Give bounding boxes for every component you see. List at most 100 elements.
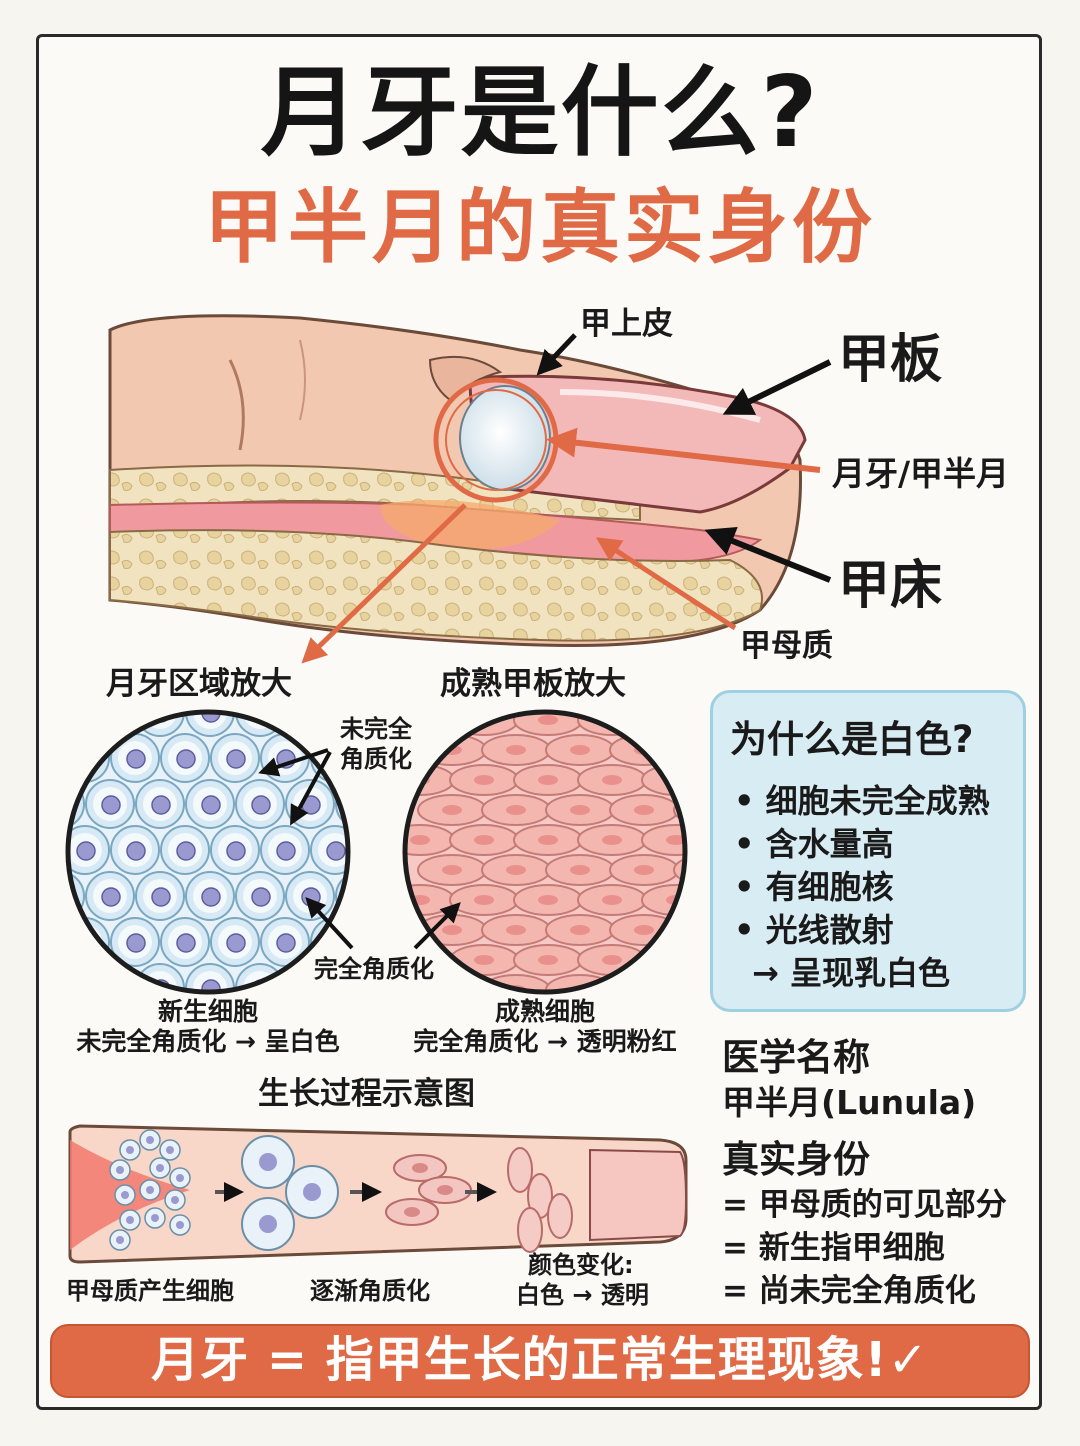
lunula-cell: [110, 917, 160, 967]
finger-wrinkle: [299, 339, 306, 421]
mature-cell: [641, 764, 685, 796]
matrix-cell: [169, 1214, 191, 1236]
growth-process-strip: [68, 1124, 688, 1264]
why-white-box: [710, 690, 1026, 1012]
arrow-incomplete-2: [290, 751, 332, 826]
mature-cell: [673, 794, 685, 826]
identity-line-2: = 新生指甲细胞: [722, 1230, 945, 1266]
flattened-cell: [517, 1207, 543, 1253]
mature-cell: [545, 914, 615, 946]
medical-name-heading: 医学名称: [722, 1036, 870, 1079]
matrix-cell: [144, 1207, 166, 1229]
lunula-cell: [110, 733, 160, 783]
mature-cell: [609, 794, 679, 826]
why-white-title: 为什么是白色?: [730, 718, 974, 761]
lunula-cell: [110, 825, 160, 875]
lunula-cell: [160, 917, 210, 967]
growth-stage-1: 甲母质产生细胞: [66, 1277, 234, 1305]
matrix-cell: [139, 1179, 161, 1201]
mature-cell: [641, 824, 685, 856]
matrix-glow: [380, 500, 560, 550]
lunula-cell: [235, 871, 285, 921]
lunula-cell: [235, 779, 285, 829]
arrow-complete-left: [305, 897, 354, 950]
lunula-cell: [185, 871, 235, 921]
matrix-cell: [169, 1167, 191, 1189]
mature-cell: [545, 734, 615, 766]
lunula-cell: [68, 712, 85, 737]
mature-plate-zoom-circle: [402, 709, 688, 995]
lunula-cell: [210, 917, 260, 967]
mature-cell: [513, 824, 583, 856]
identity-line-3: = 尚未完全角质化: [722, 1273, 976, 1309]
lunula-cell: [310, 825, 348, 875]
matrix-cell: [149, 1157, 171, 1179]
mature-cell: [417, 794, 487, 826]
lower-fat-layer: [109, 529, 763, 642]
caption-new-cells: 新生细胞: [157, 997, 258, 1026]
matrix-cell: [159, 1139, 181, 1161]
mature-cell: [545, 794, 615, 826]
conclusion-banner-text: 月牙 = 指甲生长的正常生理现象!✓: [151, 1332, 929, 1388]
lunula-shape: [459, 385, 551, 491]
lunula-cell: [285, 871, 335, 921]
lunula-cell: [285, 712, 335, 737]
lunula-cell: [85, 871, 135, 921]
new-cell: [241, 1135, 295, 1189]
arrow-incomplete-1: [258, 748, 329, 777]
mature-cell: [673, 854, 685, 886]
mature-cell: [449, 884, 519, 916]
arrow-complete-right: [413, 902, 461, 950]
mature-cell: [481, 914, 551, 946]
lunula-cell: [260, 917, 310, 967]
why-item-3: • 有细胞核: [734, 868, 894, 906]
arrow-zoom: [301, 503, 467, 664]
upper-fat-layer: [109, 464, 641, 522]
note-complete: 完全角质化: [314, 955, 434, 983]
label-cuticle: 甲上皮: [580, 306, 673, 342]
flattened-cell: [507, 1147, 533, 1193]
new-cell: [285, 1165, 339, 1219]
mature-cell: [609, 854, 679, 886]
lunula-cell: [335, 779, 348, 829]
mature-cell: [449, 824, 519, 856]
why-item-5: → 呈现乳白色: [752, 954, 950, 992]
lunula-cell: [160, 825, 210, 875]
lunula-cell: [135, 779, 185, 829]
lunula-cell: [335, 871, 348, 921]
mature-cell: [449, 944, 519, 976]
heading-mature-zoom: 成熟甲板放大: [440, 666, 626, 702]
lunula-highlight-circle-inner: [445, 389, 547, 491]
arrow-matrix: [595, 537, 737, 631]
mature-cell: [577, 884, 647, 916]
mature-cell: [641, 944, 685, 976]
why-item-2: • 含水量高: [734, 825, 894, 863]
lunula-cell: [85, 779, 135, 829]
why-item-4: • 光线散射: [734, 911, 894, 949]
matrix-cell: [109, 1229, 131, 1251]
arrow-cuticle: [536, 333, 577, 376]
label-nail-bed: 甲床: [838, 556, 943, 616]
mature-cell: [641, 712, 685, 736]
why-item-1: • 细胞未完全成熟: [734, 782, 990, 820]
arrow-lunula: [546, 427, 821, 473]
matrix-cell: [114, 1184, 136, 1206]
lunula-cell: [260, 825, 310, 875]
lunula-cell: [160, 733, 210, 783]
lunula-cell: [210, 733, 260, 783]
growth-heading: 生长过程示意图: [258, 1076, 475, 1112]
medical-name-value: 甲半月(Lunula): [722, 1083, 977, 1122]
mature-cell: [449, 712, 519, 736]
matrix-cell: [119, 1209, 141, 1231]
mature-cell: [577, 764, 647, 796]
mature-cell: [513, 764, 583, 796]
page-title: 月牙是什么?: [260, 56, 820, 170]
finger-knuckle-crease: [228, 359, 245, 451]
keratinizing-cell: [393, 1154, 447, 1182]
caption-mature-cells: 成熟细胞: [494, 997, 595, 1026]
keratinizing-cell: [418, 1176, 472, 1204]
finger-cross-section: [108, 314, 807, 648]
growth-stage-2: 逐渐角质化: [310, 1277, 430, 1305]
